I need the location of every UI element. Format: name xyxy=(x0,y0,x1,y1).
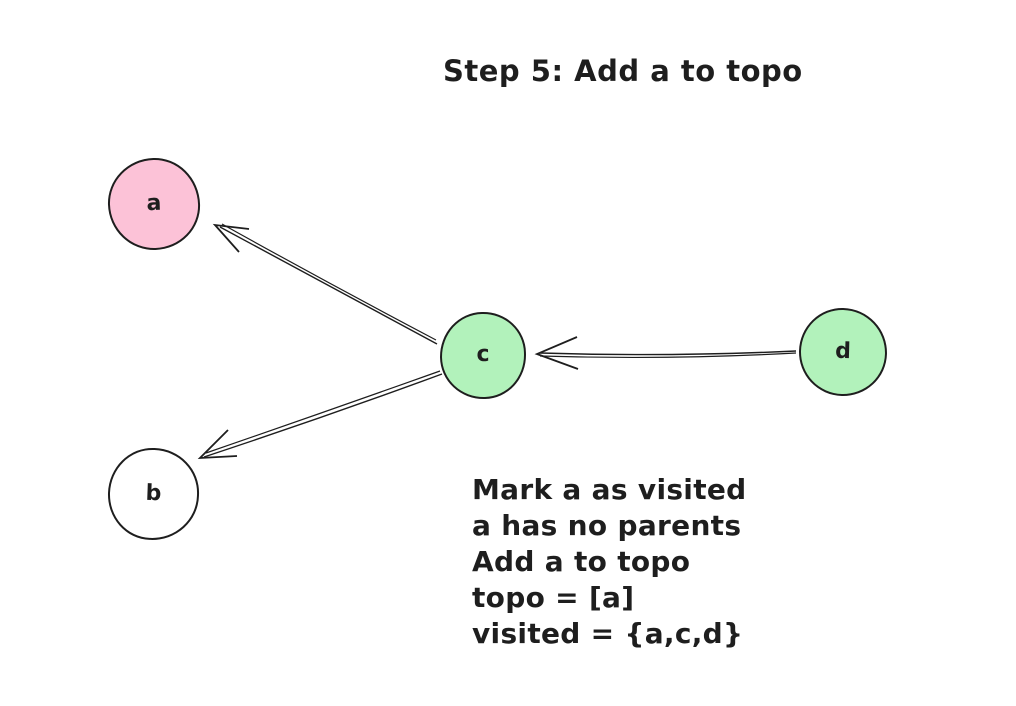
annotation-line-2: a has no parents xyxy=(472,509,742,542)
node-a-label: a xyxy=(146,190,162,216)
edge-d-c-shaft xyxy=(539,350,797,356)
annotation-text[interactable]: Mark a as visited a has no parents Add a… xyxy=(472,472,747,652)
annotation-line-5: visited = {a,c,d} xyxy=(472,617,744,650)
node-d-label: d xyxy=(834,338,852,364)
annotation-line-4: topo = [a] xyxy=(472,581,635,614)
node-b-label: b xyxy=(145,480,162,506)
edge-d-c-arrowhead-icon xyxy=(534,336,579,370)
annotation-line-3: Add a to topo xyxy=(472,545,691,578)
edge-c-a-shaft xyxy=(219,226,438,345)
annotation-line-1: Mark a as visited xyxy=(472,473,747,506)
edge-c-b-shaft2 xyxy=(205,370,441,454)
edge-c-to-b[interactable] xyxy=(197,370,443,460)
edge-c-a-arrowhead-icon xyxy=(212,223,250,253)
node-c-label: c xyxy=(476,341,490,368)
diagram-title[interactable]: Step 5: Add a to topo xyxy=(443,54,803,88)
edge-d-to-c[interactable] xyxy=(534,336,797,370)
edge-c-to-a[interactable] xyxy=(212,223,438,345)
edge-c-a-shaft2 xyxy=(221,223,437,341)
edge-d-c-shaft2 xyxy=(539,352,797,359)
edge-c-b-shaft xyxy=(203,373,443,458)
edge-c-b-arrowhead-icon xyxy=(197,429,238,460)
